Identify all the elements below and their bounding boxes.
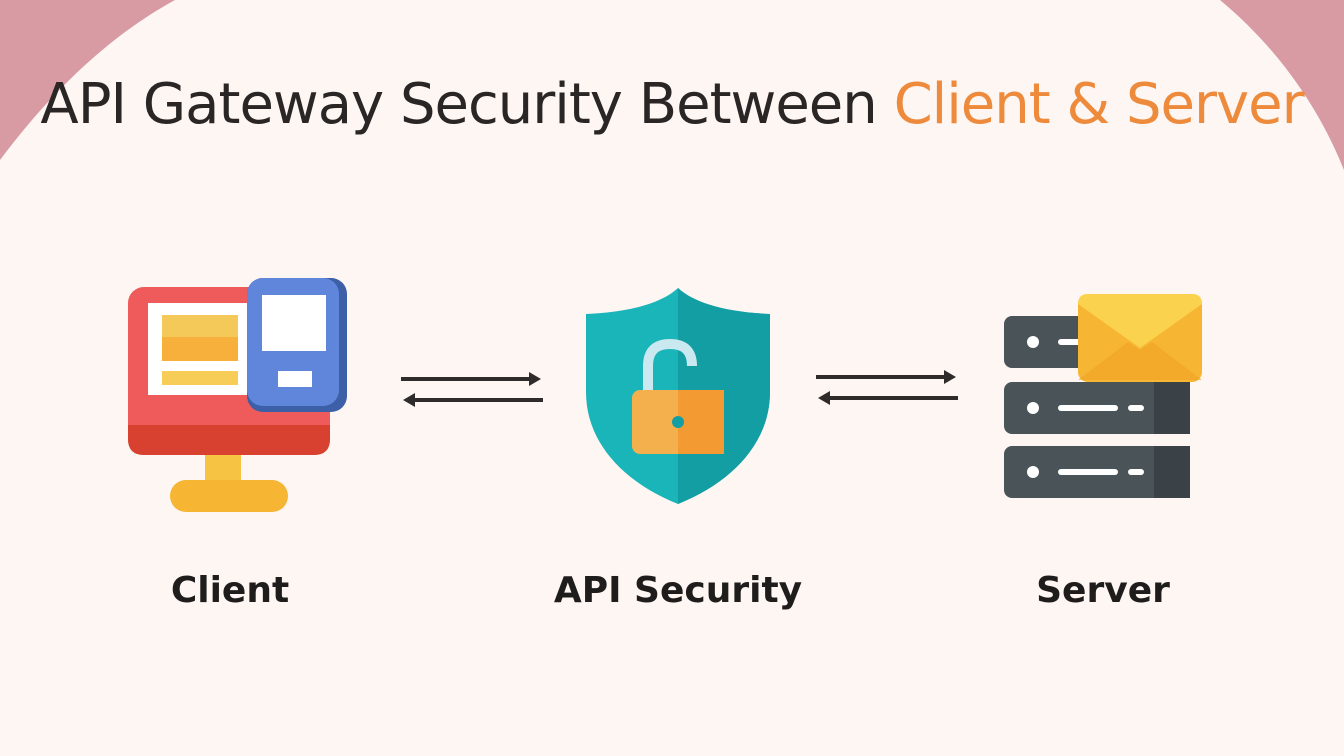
- bidirectional-arrow-icon: [401, 372, 543, 407]
- node-label-client: Client: [170, 570, 290, 611]
- title-prefix: API Gateway Security Between: [40, 72, 894, 137]
- node-label-api-security: API Security: [553, 570, 803, 611]
- page-title: API Gateway Security Between Client & Se…: [0, 72, 1344, 137]
- monitor-icon: [128, 278, 347, 512]
- server-mail-icon: [1004, 294, 1202, 498]
- bidirectional-arrow-icon-2: [816, 370, 958, 405]
- node-label-server: Server: [1036, 570, 1170, 611]
- title-accent: Client & Server: [893, 72, 1305, 137]
- shield-lock-icon: [586, 288, 770, 504]
